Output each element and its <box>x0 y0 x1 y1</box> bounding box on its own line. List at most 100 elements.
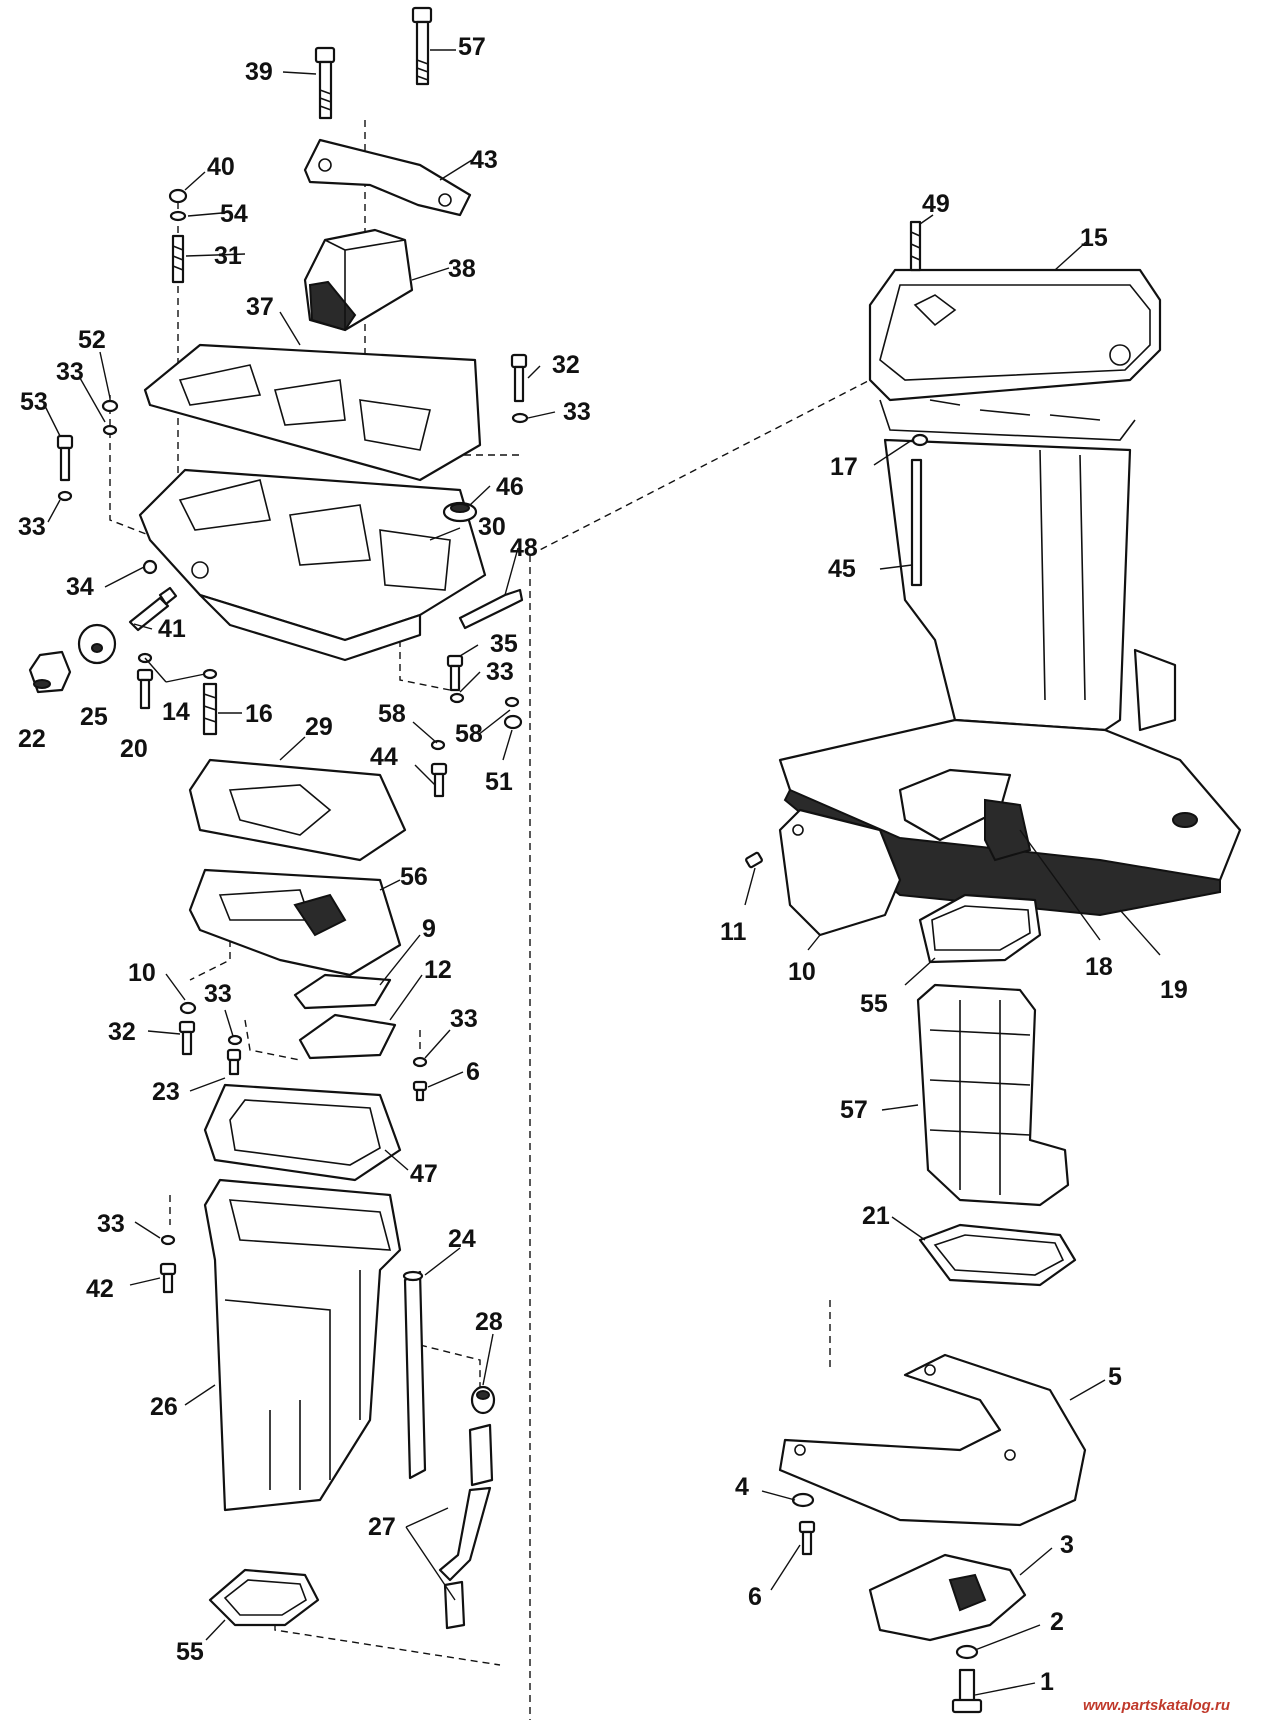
part-43-bracket <box>303 138 472 217</box>
part-33-bolt <box>178 1020 196 1056</box>
part-16-bolt <box>202 682 218 736</box>
part-4-washer <box>791 1492 815 1508</box>
callout-34: 33 <box>450 1005 478 1033</box>
part-57-exhaust-tube <box>916 983 1070 1207</box>
callout-3: 3 <box>1060 1531 1074 1559</box>
callout-14: 14 <box>162 698 190 726</box>
callout-10: 10 <box>788 958 816 986</box>
callout-9: 9 <box>422 915 436 943</box>
part-53-bolt <box>56 434 74 482</box>
part-27-hose <box>438 1423 494 1630</box>
part-51-nut <box>503 714 523 730</box>
part-56-adapter-plate <box>188 868 402 977</box>
callout-51: 51 <box>485 768 513 796</box>
part-14-washer <box>202 668 218 680</box>
callout-34: 33 <box>56 358 84 386</box>
part-2-washer <box>955 1644 979 1660</box>
part-49-stud <box>909 220 922 272</box>
callout-34: 33 <box>204 980 232 1008</box>
part-12-plate <box>298 1013 397 1060</box>
watermark: www.partskatalog.ru <box>1083 1697 1230 1714</box>
callout-43: 43 <box>470 146 498 174</box>
callout-55: 55 <box>176 1638 204 1666</box>
part-30-exhaust-cover <box>138 468 487 662</box>
callout-40: 40 <box>207 153 235 181</box>
callout-25: 25 <box>80 703 108 731</box>
callout-52: 52 <box>78 326 106 354</box>
part-34-washer <box>412 1056 428 1068</box>
part-11-screw <box>745 851 763 869</box>
part-44-bolt <box>430 762 448 798</box>
callout-2: 2 <box>1050 1608 1064 1636</box>
callout-44: 44 <box>370 743 398 771</box>
callout-4: 4 <box>735 1473 749 1501</box>
part-48-hose <box>458 588 524 630</box>
part-1-bolt <box>951 1668 983 1714</box>
callout-34: 33 <box>18 513 46 541</box>
callout-55: 55 <box>860 990 888 1018</box>
callout-58: 58 <box>378 700 406 728</box>
callout-47: 47 <box>410 1160 438 1188</box>
callout-17: 17 <box>830 453 858 481</box>
callout-29: 29 <box>305 713 333 741</box>
part-13-washer <box>179 1001 197 1015</box>
callout-41: 41 <box>158 615 186 643</box>
callout-labels: 39 57 43 40 54 31 38 37 52 33 53 32 33 3… <box>18 33 1188 1696</box>
callout-33: 32 <box>108 1018 136 1046</box>
part-32-bolt <box>510 353 528 403</box>
part-31-stud <box>171 234 185 284</box>
callout-37: 37 <box>246 293 274 321</box>
part-35-plug <box>142 559 158 575</box>
part-6-screw <box>798 1520 816 1556</box>
part-5-plate <box>778 1353 1087 1527</box>
callout-56: 56 <box>400 863 428 891</box>
callout-13: 10 <box>128 959 156 987</box>
part-34-washer <box>511 412 529 424</box>
part-41-fitting <box>128 586 178 632</box>
callout-31: 31 <box>214 242 242 270</box>
part-34-washer <box>57 490 73 502</box>
callout-18: 18 <box>1085 953 1113 981</box>
callout-58: 58 <box>455 720 483 748</box>
callout-6: 6 <box>748 1583 762 1611</box>
callout-32: 32 <box>552 351 580 379</box>
callout-16: 16 <box>245 700 273 728</box>
part-18-mount <box>898 768 1032 862</box>
callout-22: 22 <box>18 725 46 753</box>
part-46-grommet <box>442 501 478 523</box>
part-26-exhaust-housing <box>203 1178 402 1512</box>
part-34-washer <box>227 1034 243 1046</box>
callout-39: 39 <box>245 58 273 86</box>
part-47-gasket <box>203 1083 402 1182</box>
callout-46: 46 <box>496 473 524 501</box>
callout-7: 6 <box>466 1058 480 1086</box>
callout-45: 45 <box>828 555 856 583</box>
callout-50: 57 <box>458 33 486 61</box>
part-29-gasket <box>188 758 407 862</box>
callout-35: 34 <box>66 573 94 601</box>
callout-38: 38 <box>448 255 476 283</box>
callout-19: 19 <box>1160 976 1188 1004</box>
part-36-bolt <box>446 654 464 692</box>
part-37-gasket <box>143 343 482 482</box>
part-45-stud <box>910 458 923 587</box>
part-17-washer <box>911 433 929 447</box>
part-34-washer <box>449 692 465 704</box>
part-25-washer <box>77 623 117 665</box>
callout-1: 1 <box>1040 1668 1054 1696</box>
part-23-bolt <box>226 1048 242 1076</box>
part-9-gasket <box>293 973 392 1010</box>
callout-30: 30 <box>478 513 506 541</box>
callout-42: 42 <box>86 1275 114 1303</box>
part-54-washer <box>169 210 187 222</box>
callout-48: 48 <box>510 534 538 562</box>
part-58-washer <box>504 696 520 708</box>
callout-27: 27 <box>368 1513 396 1541</box>
part-20-bolt <box>136 652 154 710</box>
callout-34: 33 <box>97 1210 125 1238</box>
callout-24: 24 <box>448 1225 476 1253</box>
part-3-anode <box>868 1553 1027 1642</box>
callout-23: 23 <box>152 1078 180 1106</box>
